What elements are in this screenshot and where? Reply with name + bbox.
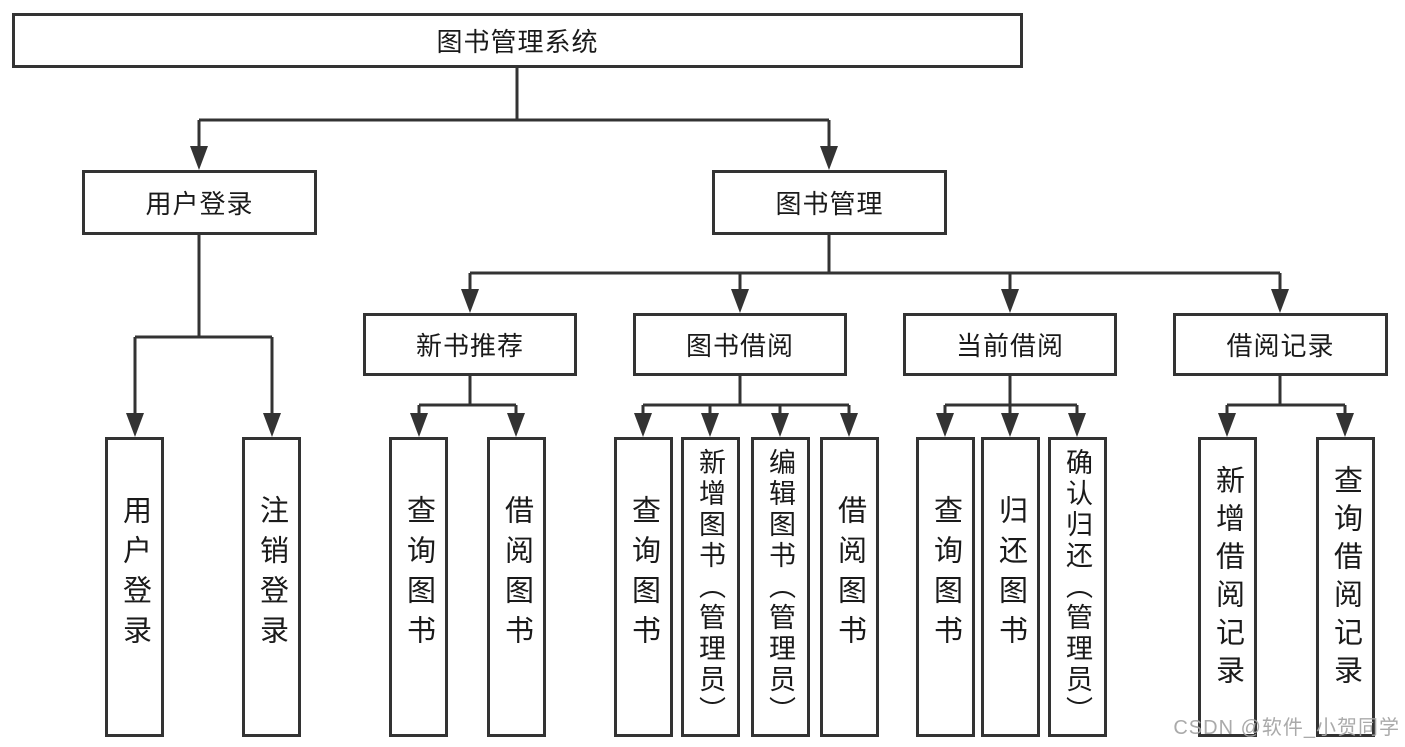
leaf-borrowing-borrow-books-label: 借阅图书	[833, 495, 866, 655]
leaf-records-query-record: 查询借阅记录	[1316, 437, 1375, 737]
node-user-login: 用户登录	[82, 170, 317, 235]
leaf-user-login-label: 用户登录	[118, 495, 151, 655]
node-current-borrowing: 当前借阅	[903, 313, 1117, 376]
leaf-logout: 注销登录	[242, 437, 301, 737]
node-book-borrowing: 图书借阅	[633, 313, 847, 376]
leaf-borrowing-edit-books-admin: 编辑图书（管理员）	[751, 437, 810, 737]
leaf-logout-label: 注销登录	[255, 495, 288, 655]
node-new-book-recommend: 新书推荐	[363, 313, 577, 376]
leaf-borrowing-add-books-admin: 新增图书（管理员）	[681, 437, 740, 737]
leaf-newbooks-borrow-books: 借阅图书	[487, 437, 546, 737]
leaf-newbooks-query-books: 查询图书	[389, 437, 448, 737]
leaf-newbooks-query-books-label: 查询图书	[402, 495, 435, 655]
leaf-current-confirm-return-admin-label: 确认归还（管理员）	[1062, 447, 1092, 727]
node-root: 图书管理系统	[12, 13, 1023, 68]
leaf-current-confirm-return-admin: 确认归还（管理员）	[1048, 437, 1107, 737]
leaf-current-return-books: 归还图书	[981, 437, 1040, 737]
node-root-label: 图书管理系统	[436, 27, 599, 57]
leaf-borrowing-add-books-admin-label: 新增图书（管理员）	[695, 447, 725, 727]
leaf-records-add-record-label: 新增借阅记录	[1211, 465, 1244, 693]
leaf-newbooks-borrow-books-label: 借阅图书	[500, 495, 533, 655]
watermark: CSDN @软件_小贺同学	[1173, 717, 1400, 739]
leaf-current-return-books-label: 归还图书	[994, 495, 1027, 655]
node-book-management: 图书管理	[712, 170, 947, 235]
leaf-borrowing-edit-books-admin-label: 编辑图书（管理员）	[765, 447, 795, 727]
leaf-current-query-books-label: 查询图书	[929, 495, 962, 655]
node-user-login-label: 用户登录	[145, 189, 254, 219]
leaf-current-query-books: 查询图书	[916, 437, 975, 737]
leaf-records-add-record: 新增借阅记录	[1198, 437, 1257, 737]
leaf-user-login: 用户登录	[105, 437, 164, 737]
node-borrowing-records-label: 借阅记录	[1226, 331, 1335, 361]
node-book-borrowing-label: 图书借阅	[685, 331, 794, 361]
leaf-borrowing-query-books-label: 查询图书	[627, 495, 660, 655]
leaf-borrowing-query-books: 查询图书	[614, 437, 673, 737]
node-current-borrowing-label: 当前借阅	[955, 331, 1064, 361]
node-borrowing-records: 借阅记录	[1173, 313, 1388, 376]
leaf-records-query-record-label: 查询借阅记录	[1329, 465, 1362, 693]
arrowheads	[126, 146, 1354, 437]
leaf-borrowing-borrow-books: 借阅图书	[820, 437, 879, 737]
node-book-management-label: 图书管理	[775, 189, 884, 219]
node-new-book-recommend-label: 新书推荐	[415, 331, 524, 361]
